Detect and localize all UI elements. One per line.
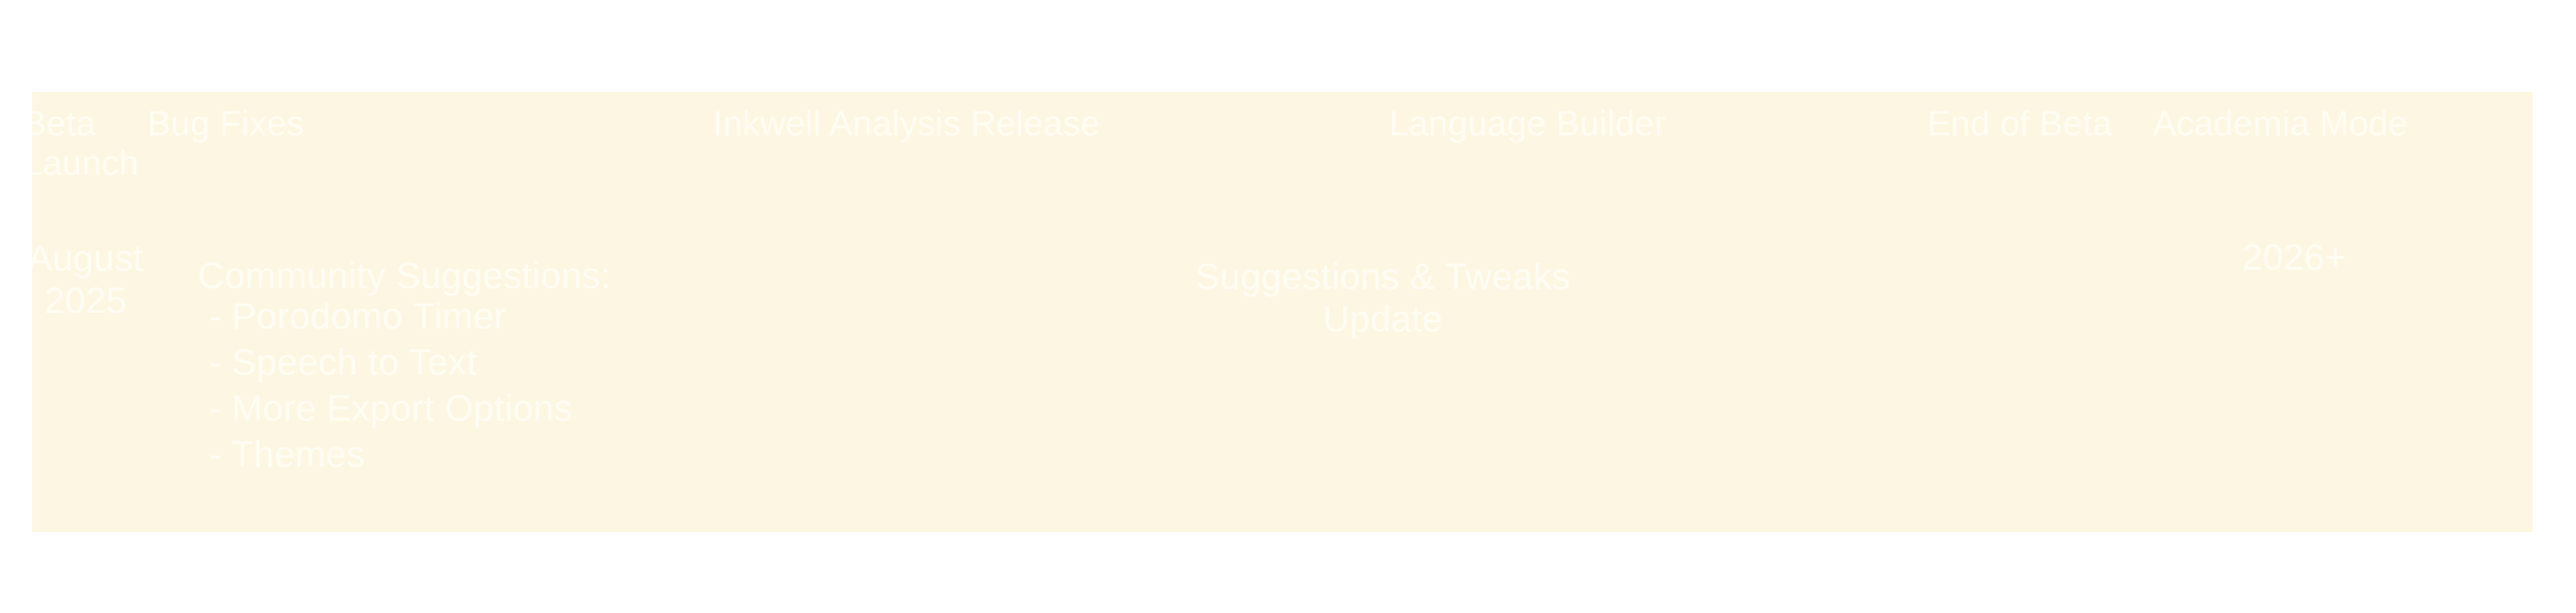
milestone-language-builder: Language Builder — [1389, 105, 1666, 145]
suggestions-tweaks-update-title: Suggestions & Tweaks Update — [1088, 256, 1677, 341]
milestone-end-of-beta-label: End of Beta — [1927, 105, 2112, 144]
community-suggestions-heading-label: Community Suggestions: — [198, 256, 612, 296]
timeline-start-date-line2: 2025 — [44, 281, 127, 321]
community-suggestion-item-3: - More Export Options — [209, 388, 572, 430]
milestone-inkwell-analysis-release-label: Inkwell Analysis Release — [713, 105, 1100, 144]
suggestions-tweaks-update-line2: Update — [1322, 299, 1443, 340]
suggestions-tweaks-update-line1: Suggestions & Tweaks — [1195, 257, 1570, 297]
timeline-end-date-label: 2026+ — [2242, 237, 2347, 278]
timeline-start-date-line1: August — [32, 238, 144, 279]
community-suggestion-item-1-label: - Porodomo Timer — [209, 296, 507, 337]
milestone-language-builder-label: Language Builder — [1389, 105, 1667, 144]
timeline-end-date: 2026+ — [2242, 237, 2346, 279]
roadmap-panel: Beta Launch Bug Fixes Inkwell Analysis R… — [32, 92, 2533, 532]
milestone-bug-fixes: Bug Fixes — [147, 105, 305, 145]
milestone-end-of-beta: End of Beta — [1927, 105, 2112, 145]
milestone-beta-launch: Beta Launch — [32, 105, 189, 183]
milestone-inkwell-analysis-release: Inkwell Analysis Release — [713, 105, 1100, 145]
community-suggestion-item-2-label: - Speech to Text — [209, 342, 477, 383]
community-suggestion-item-3-label: - More Export Options — [209, 388, 573, 429]
milestone-academia-mode: Academia Mode — [2153, 105, 2408, 145]
milestone-beta-launch-label: Beta Launch — [32, 105, 139, 183]
timeline-start-date: August 2025 — [32, 237, 159, 322]
milestone-bug-fixes-label: Bug Fixes — [147, 105, 305, 144]
community-suggestion-item-4-label: - Themes — [209, 434, 365, 475]
milestone-academia-mode-label: Academia Mode — [2153, 105, 2409, 144]
community-suggestion-item-4: - Themes — [209, 434, 365, 476]
community-suggestions-heading: Community Suggestions: — [198, 256, 611, 297]
community-suggestion-item-2: - Speech to Text — [209, 342, 477, 384]
community-suggestion-item-1: - Porodomo Timer — [209, 296, 506, 338]
